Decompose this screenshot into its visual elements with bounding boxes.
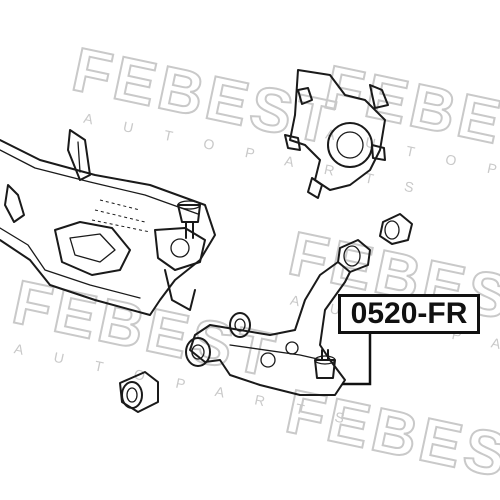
knuckle-drawing [284, 69, 389, 199]
bushing-mid-drawing [229, 312, 251, 338]
control-arm-drawing [185, 239, 371, 396]
label-leader-line [342, 334, 372, 386]
bushing-lower-drawing [119, 371, 159, 413]
bushing-upper-drawing [379, 213, 413, 245]
subframe-drawing [0, 129, 216, 316]
part-number-label: 0520-FR [338, 294, 480, 334]
part-number-text: 0520-FR [350, 297, 468, 330]
